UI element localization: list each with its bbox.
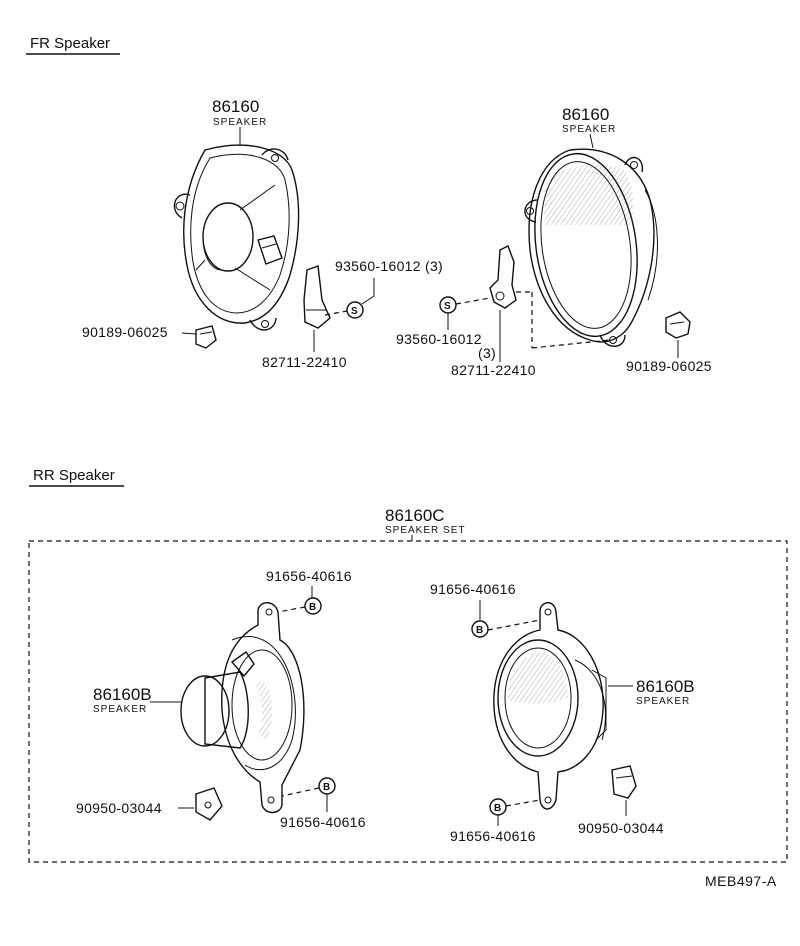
rr-right-speaker-name: SPEAKER	[636, 696, 690, 707]
rr-left-speaker-name: SPEAKER	[93, 704, 147, 715]
rr-left-top-bolt-number: 91656-40616	[266, 568, 352, 584]
svg-text:S: S	[444, 301, 451, 312]
fr-right-clip-number: 90189-06025	[626, 358, 712, 374]
rr-right-bottom-bolt-badge: B	[489, 798, 507, 816]
fr-right-clip	[665, 311, 691, 339]
svg-text:B: B	[323, 782, 330, 793]
rr-left-nut-number: 90950-03044	[76, 800, 162, 816]
rr-left-bottom-bolt-number: 91656-40616	[280, 814, 366, 830]
rr-left-speaker	[180, 602, 305, 814]
fr-right-screw-qty: (3)	[478, 345, 496, 361]
fr-right-screw-number: 93560-16012	[396, 331, 482, 347]
rr-set-name: SPEAKER SET	[385, 525, 465, 536]
rr-left-nut	[195, 787, 223, 821]
fr-right-speaker-name: SPEAKER	[562, 124, 616, 135]
fr-right-screw-badge: S	[439, 296, 457, 314]
fr-left-screw-badge: S	[346, 301, 364, 319]
svg-text:B: B	[476, 625, 483, 636]
rr-right-nut	[611, 765, 637, 799]
svg-text:B: B	[309, 602, 316, 613]
rr-right-speaker-number: 86160B	[636, 677, 695, 696]
svg-text:S: S	[351, 306, 358, 317]
rr-left-bottom-bolt-badge: B	[318, 777, 336, 795]
fr-left-speaker-number: 86160	[212, 97, 259, 116]
rr-right-nut-number: 90950-03044	[578, 820, 664, 836]
rr-right-top-bolt-badge: B	[471, 620, 489, 638]
fr-right-speaker	[524, 148, 658, 347]
rr-right-speaker	[493, 602, 607, 810]
rr-set-boundary	[28, 540, 788, 863]
fr-left-clip-number: 90189-06025	[82, 324, 168, 340]
rr-left-speaker-number: 86160B	[93, 685, 152, 704]
rr-right-top-bolt-number: 91656-40616	[430, 581, 516, 597]
fr-left-connector-number: 82711-22410	[262, 354, 347, 370]
diagram-code: MEB497-A	[705, 873, 777, 889]
fr-left-screw-number: 93560-16012 (3)	[335, 258, 443, 274]
fr-right-speaker-number: 86160	[562, 105, 609, 124]
rr-section-title: RR Speaker	[33, 467, 115, 484]
fr-left-clip	[195, 325, 217, 349]
fr-right-connector	[489, 245, 517, 309]
rr-right-bottom-bolt-number: 91656-40616	[450, 828, 536, 844]
fr-left-speaker	[173, 144, 300, 331]
fr-section-title: FR Speaker	[30, 35, 110, 52]
fr-left-connector	[303, 265, 331, 329]
rr-set-number: 86160C	[385, 506, 445, 525]
rr-left-top-bolt-badge: B	[304, 597, 322, 615]
fr-right-connector-number: 82711-22410	[451, 362, 536, 378]
fr-left-speaker-name: SPEAKER	[213, 117, 267, 128]
svg-text:B: B	[494, 803, 501, 814]
